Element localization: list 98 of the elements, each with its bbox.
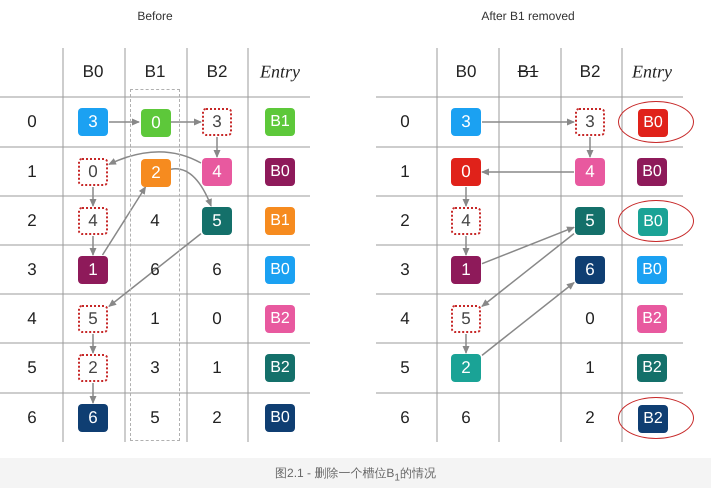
- cell-value: 6: [150, 260, 160, 280]
- column-header: B2: [580, 62, 600, 82]
- row-index: 3: [27, 260, 37, 280]
- column-header: Entry: [260, 62, 300, 82]
- arrow: [482, 282, 575, 356]
- panel-title: Before: [137, 9, 173, 23]
- arrow: [481, 168, 574, 176]
- value-box: 5: [202, 207, 232, 235]
- entry-badge: B2: [265, 305, 295, 333]
- empty-slot-box: 4: [78, 207, 108, 235]
- cell-value: 0: [585, 309, 595, 329]
- highlight-ellipse: [618, 200, 694, 242]
- arrow: [108, 151, 202, 166]
- highlight-ellipse: [618, 101, 694, 143]
- row-index: 4: [27, 309, 37, 329]
- arrow: [481, 233, 574, 307]
- arrow: [90, 334, 96, 354]
- value-box: 6: [575, 256, 605, 284]
- value-box: 0: [141, 109, 171, 137]
- highlight-ellipse: [618, 397, 694, 439]
- row-index: 5: [400, 358, 410, 378]
- entry-badge: B2: [637, 354, 667, 382]
- empty-slot-box: 2: [78, 354, 108, 382]
- column-header: B1: [144, 62, 166, 82]
- figure-caption: 图2.1 - 删除一个槽位B$_{1}$的情况: [275, 466, 436, 480]
- row-index: 2: [400, 211, 410, 231]
- cell-value: 3: [150, 358, 160, 378]
- column-header: B1: [518, 62, 538, 82]
- cell-value: 2: [585, 408, 595, 428]
- row-index: 4: [400, 309, 410, 329]
- cell-value: 1: [212, 358, 222, 378]
- empty-slot-box: 5: [451, 305, 481, 333]
- arrow: [214, 137, 220, 158]
- arrow: [109, 118, 140, 126]
- row-index: 1: [400, 162, 410, 182]
- cell-value: 0: [212, 309, 222, 329]
- arrow: [171, 118, 202, 126]
- empty-slot-box: 5: [78, 305, 108, 333]
- empty-slot-box: 3: [575, 108, 605, 136]
- entry-badge: B2: [637, 305, 667, 333]
- arrow: [170, 168, 212, 207]
- column-header: B2: [206, 62, 228, 82]
- entry-badge: B0: [265, 158, 295, 186]
- arrow: [102, 186, 146, 256]
- panel-title: After B1 removed: [481, 9, 575, 23]
- arrow: [108, 233, 202, 307]
- cell-value: 1: [150, 309, 160, 329]
- row-index: 5: [27, 358, 37, 378]
- dashed-column-outline: [130, 89, 180, 441]
- arrow: [90, 187, 96, 207]
- value-box: 6: [78, 404, 108, 432]
- row-index: 0: [27, 112, 37, 132]
- cell-value: 5: [150, 408, 160, 428]
- entry-badge: B2: [265, 354, 295, 382]
- value-box: 1: [451, 256, 481, 284]
- empty-slot-box: 4: [451, 207, 481, 235]
- cell-value: 2: [212, 408, 222, 428]
- arrow: [586, 137, 594, 158]
- empty-slot-box: 3: [202, 108, 232, 136]
- arrow: [482, 226, 575, 264]
- cell-value: 4: [150, 211, 160, 231]
- value-box: 0: [451, 158, 481, 186]
- column-header: Entry: [632, 62, 672, 82]
- arrow: [462, 187, 470, 207]
- value-box: 4: [202, 158, 232, 186]
- value-box: 5: [575, 207, 605, 235]
- entry-badge: B0: [638, 109, 668, 137]
- arrow: [462, 334, 470, 354]
- row-index: 2: [27, 211, 37, 231]
- arrow: [90, 236, 96, 256]
- cell-value: 6: [461, 408, 471, 428]
- arrow: [90, 383, 96, 404]
- column-header: B0: [82, 62, 104, 82]
- entry-badge: B0: [265, 256, 295, 284]
- entry-badge: B0: [637, 158, 667, 186]
- cell-value: 6: [212, 260, 222, 280]
- entry-badge: B1: [265, 108, 295, 136]
- value-box: 1: [78, 256, 108, 284]
- arrow: [462, 236, 470, 256]
- row-index: 0: [400, 112, 410, 132]
- arrow: [482, 118, 575, 126]
- entry-badge: B0: [637, 256, 667, 284]
- value-box: 2: [141, 159, 171, 187]
- value-box: 4: [575, 158, 605, 186]
- row-index: 3: [400, 260, 410, 280]
- empty-slot-box: 0: [78, 158, 108, 186]
- cell-value: 1: [585, 358, 595, 378]
- row-index: 6: [400, 408, 410, 428]
- value-box: 3: [451, 108, 481, 136]
- row-index: 1: [27, 162, 37, 182]
- column-header: B0: [456, 62, 476, 82]
- entry-badge: B1: [265, 207, 295, 235]
- value-box: 2: [451, 354, 481, 382]
- entry-badge: B2: [638, 405, 668, 433]
- entry-badge: B0: [265, 404, 295, 432]
- entry-badge: B0: [638, 208, 668, 236]
- row-index: 6: [27, 408, 37, 428]
- value-box: 3: [78, 108, 108, 136]
